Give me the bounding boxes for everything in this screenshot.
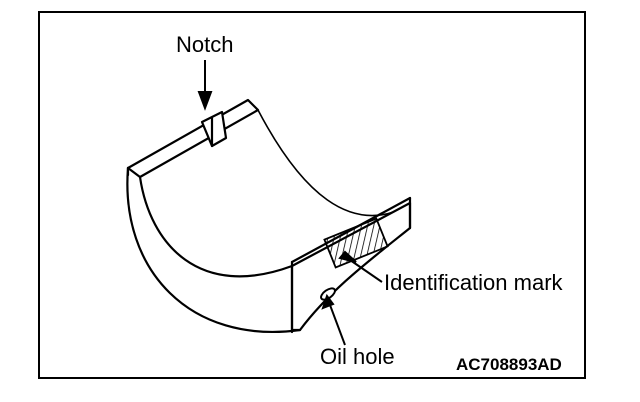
identification-mark-hatch bbox=[323, 217, 389, 269]
far-rim bbox=[126, 98, 260, 179]
oil-hole-leader bbox=[329, 304, 346, 346]
identification-leader bbox=[349, 259, 383, 283]
inner-far-curve bbox=[257, 109, 411, 217]
oil-hole-arrowhead bbox=[321, 293, 335, 310]
notch-label: Notch bbox=[176, 32, 234, 57]
notch-arrowhead bbox=[197, 91, 213, 111]
figure-code: AC708893AD bbox=[456, 355, 562, 374]
notch-tab bbox=[200, 110, 228, 148]
oil-hole-label: Oil hole bbox=[320, 344, 395, 369]
inner-near-curve bbox=[138, 175, 294, 278]
identification-arrowhead bbox=[338, 250, 357, 263]
figure-frame bbox=[38, 11, 586, 379]
identification-mark-label: Identification mark bbox=[384, 270, 563, 295]
oil-hole bbox=[320, 287, 336, 301]
near-rim-face bbox=[290, 201, 412, 332]
outer-shell-curve bbox=[126, 166, 302, 333]
